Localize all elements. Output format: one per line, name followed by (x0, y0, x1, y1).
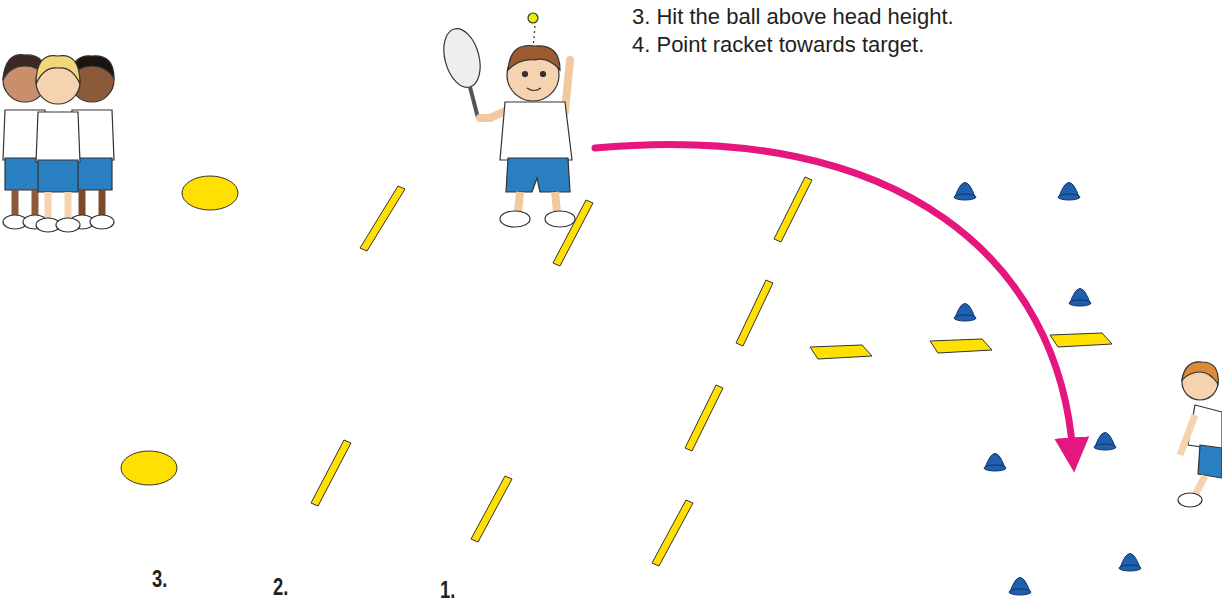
position-number: 1. (440, 577, 455, 604)
target-cones (954, 183, 1141, 596)
catching-player (1178, 362, 1222, 507)
coaching-note: 4. Point racket towards target. (632, 32, 924, 58)
serving-player (438, 13, 575, 227)
spot-markers (121, 176, 238, 485)
ball-path-arrow (595, 144, 1073, 455)
waiting-players (3, 55, 114, 232)
line-strips (311, 177, 1112, 566)
position-number: 2. (273, 574, 288, 601)
coaching-note: 3. Hit the ball above head height. (632, 4, 954, 30)
position-number: 3. (152, 566, 167, 593)
